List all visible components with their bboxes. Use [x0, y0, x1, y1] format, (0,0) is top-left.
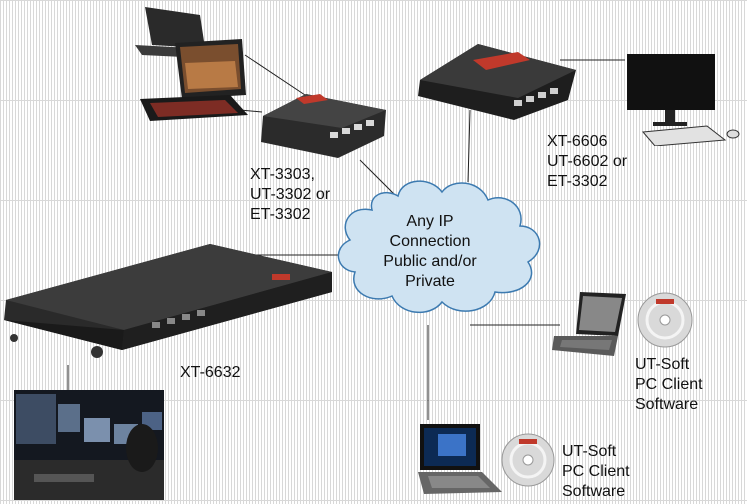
- utsoft-right-label: UT-Soft PC Client Software: [635, 356, 703, 413]
- xt6606-label: XT-6606 UT-6602 or ET-3302: [547, 133, 628, 190]
- xt3303-device-icon: [261, 94, 386, 158]
- client-laptop-bottom-icon: [418, 424, 502, 494]
- software-disc-bottom-icon: [501, 433, 555, 487]
- xt6632-label: XT-6632: [180, 364, 241, 381]
- control-room-photo: [14, 390, 164, 500]
- line-laptop1-to-xt3303: [244, 54, 306, 96]
- software-disc-right-icon: [637, 292, 693, 348]
- gaming-laptop-icon: [135, 7, 248, 121]
- client-laptop-right-icon: [552, 292, 626, 356]
- line-xt6606-to-cloud: [467, 109, 471, 183]
- line-xt3303-to-cloud: [359, 159, 396, 196]
- xt6632-server-icon: [4, 244, 332, 358]
- xt3303-label: XT-3303, UT-3302 or ET-3302: [250, 166, 331, 223]
- cloud-shape: [337, 180, 541, 314]
- desktop-monitor-icon: [627, 54, 740, 146]
- xt6606-device-icon: [418, 44, 576, 120]
- utsoft-bottom-label: UT-Soft PC Client Software: [562, 443, 630, 500]
- cloud-label: Any IP Connection Public and/or Private: [383, 213, 477, 290]
